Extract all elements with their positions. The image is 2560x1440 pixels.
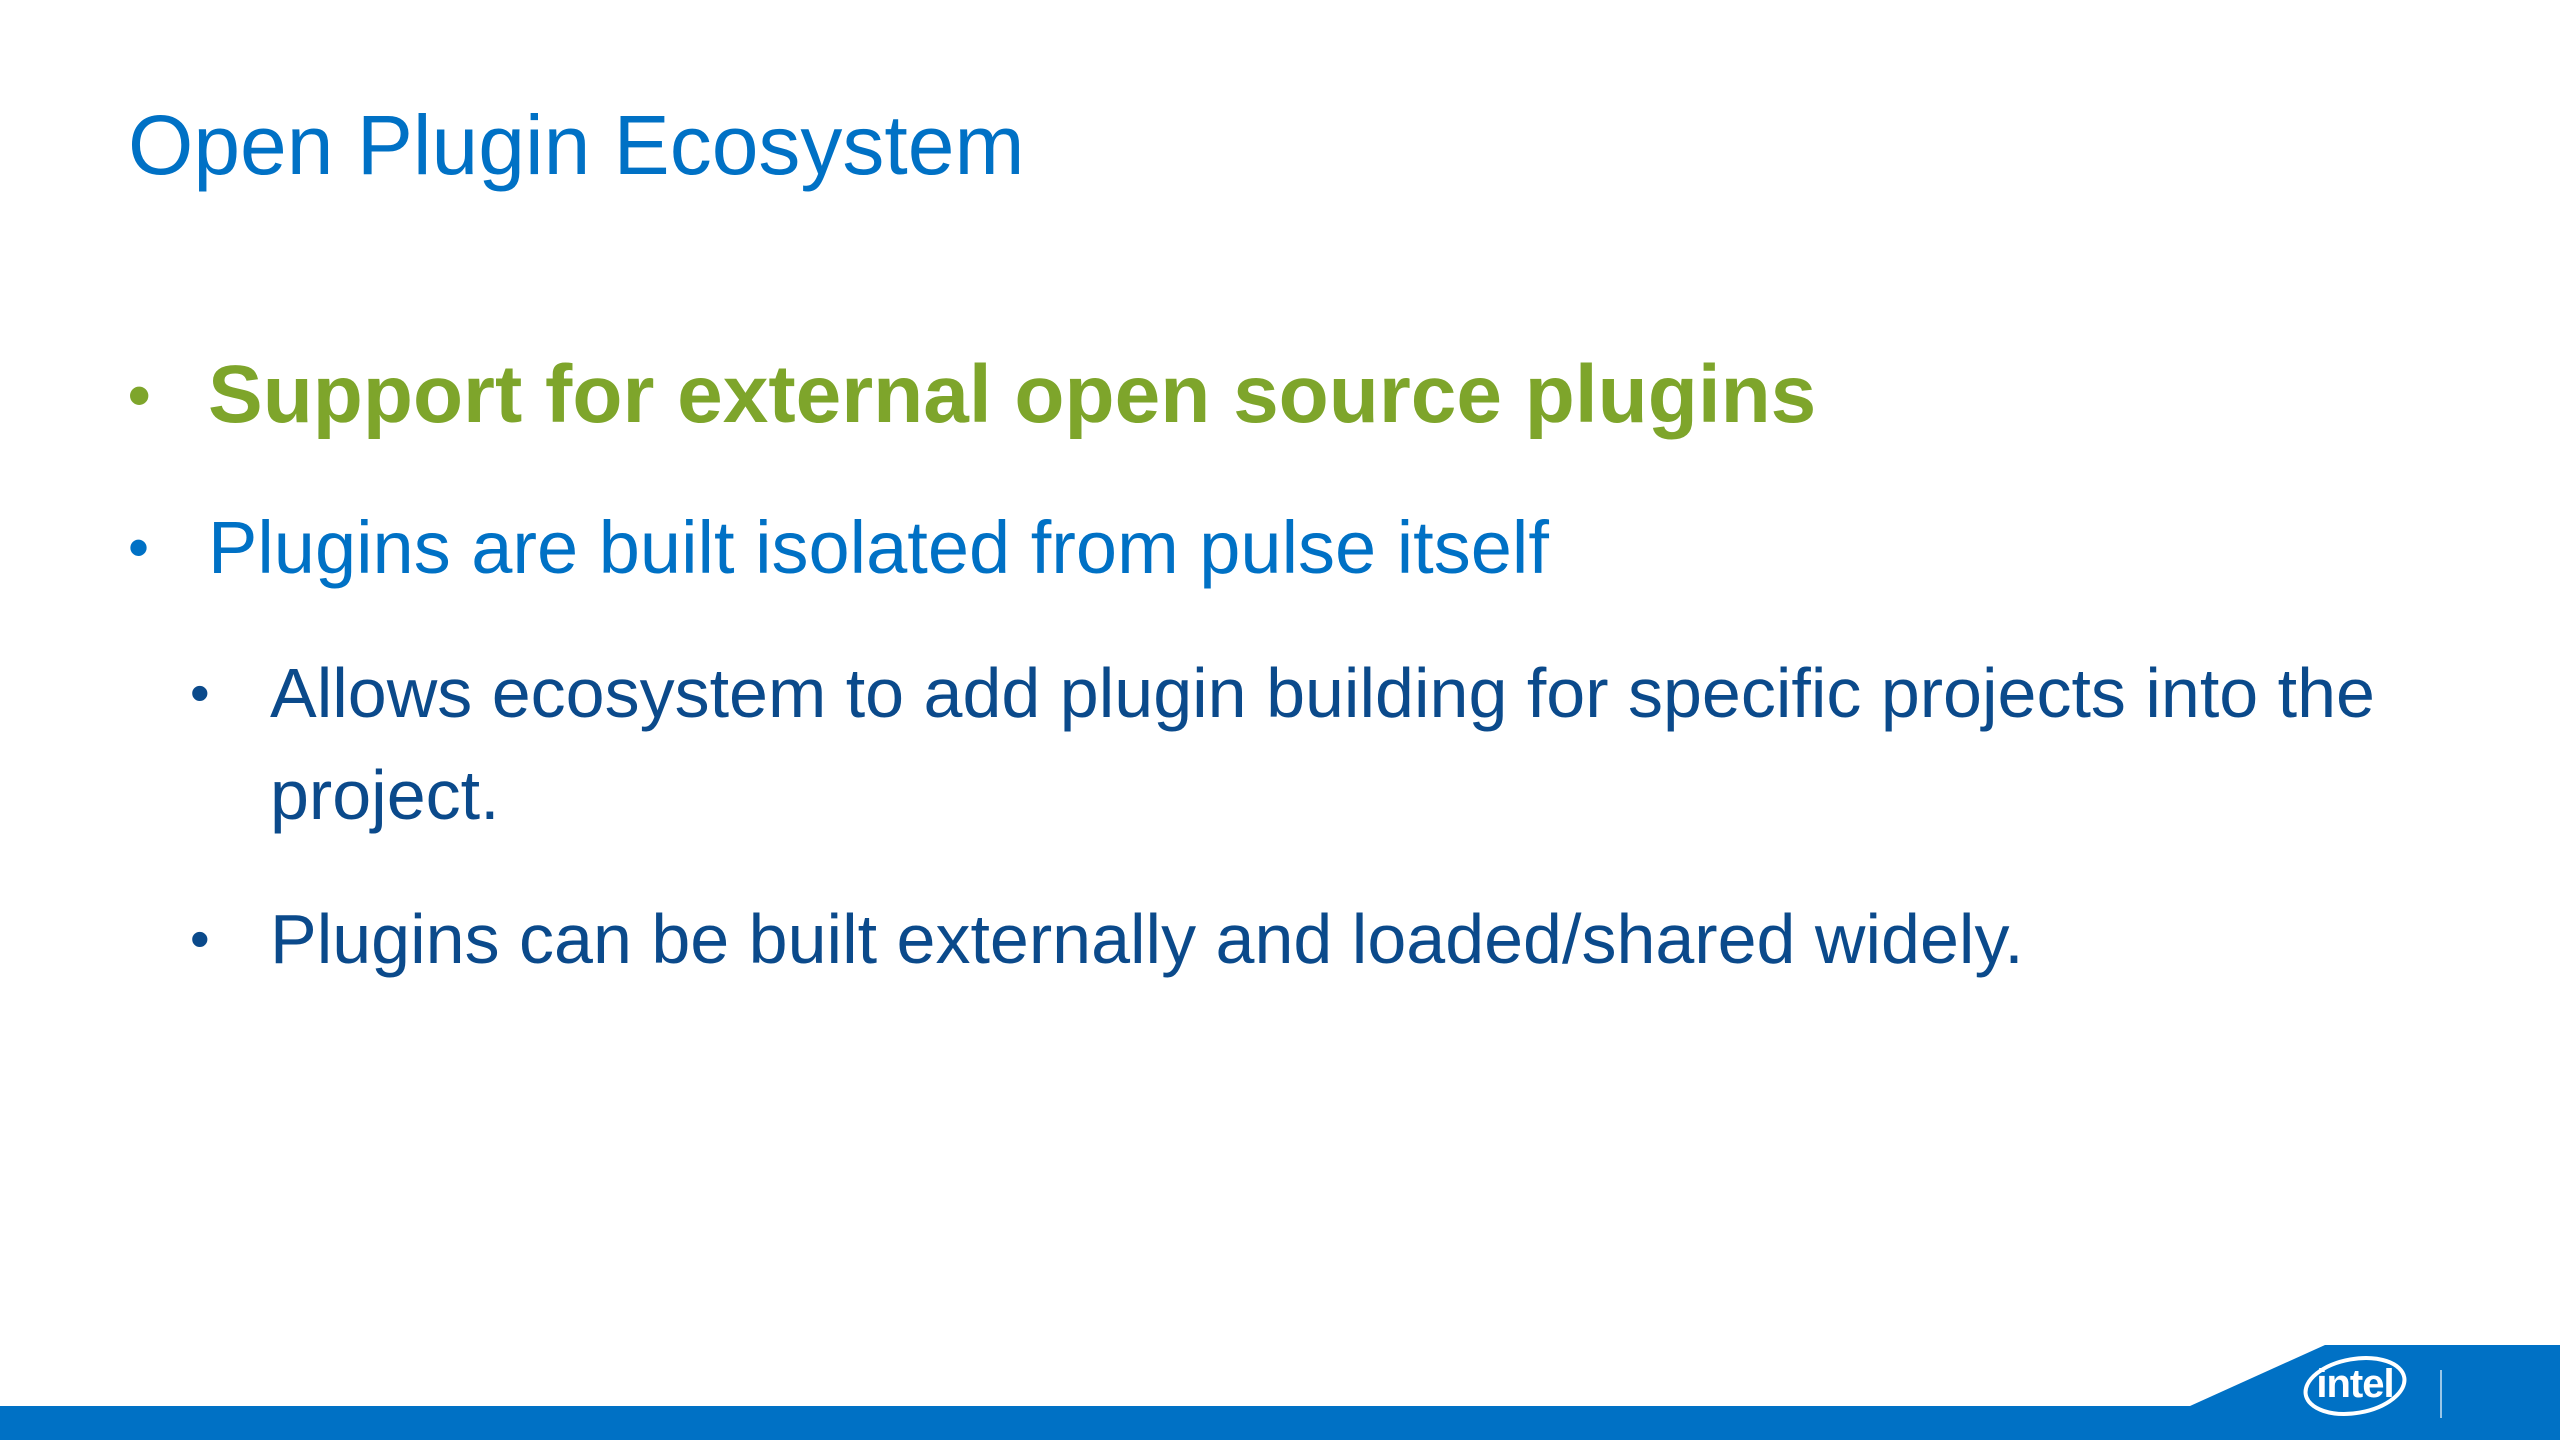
footer-divider (2440, 1370, 2442, 1418)
sub-bullet-text-1: Allows ecosystem to add plugin building … (270, 654, 2375, 834)
sub-bullet-text-2: Plugins can be built externally and load… (270, 900, 2024, 978)
bullet-text-2: Plugins are built isolated from pulse it… (208, 506, 1549, 589)
logo-text: intel (2316, 1362, 2394, 1406)
bullet-icon: • (190, 907, 210, 970)
bullet-icon: • (128, 359, 151, 431)
intel-logo: intel (2300, 1350, 2410, 1420)
bullet-icon: • (190, 661, 210, 724)
slide-title: Open Plugin Ecosystem (128, 98, 1025, 192)
bullet-icon: • (128, 514, 150, 581)
bullet-text-1: Support for external open source plugins (208, 349, 1817, 440)
logo-swoosh-icon (2303, 1356, 2407, 1416)
footer-bar (0, 1406, 2560, 1440)
